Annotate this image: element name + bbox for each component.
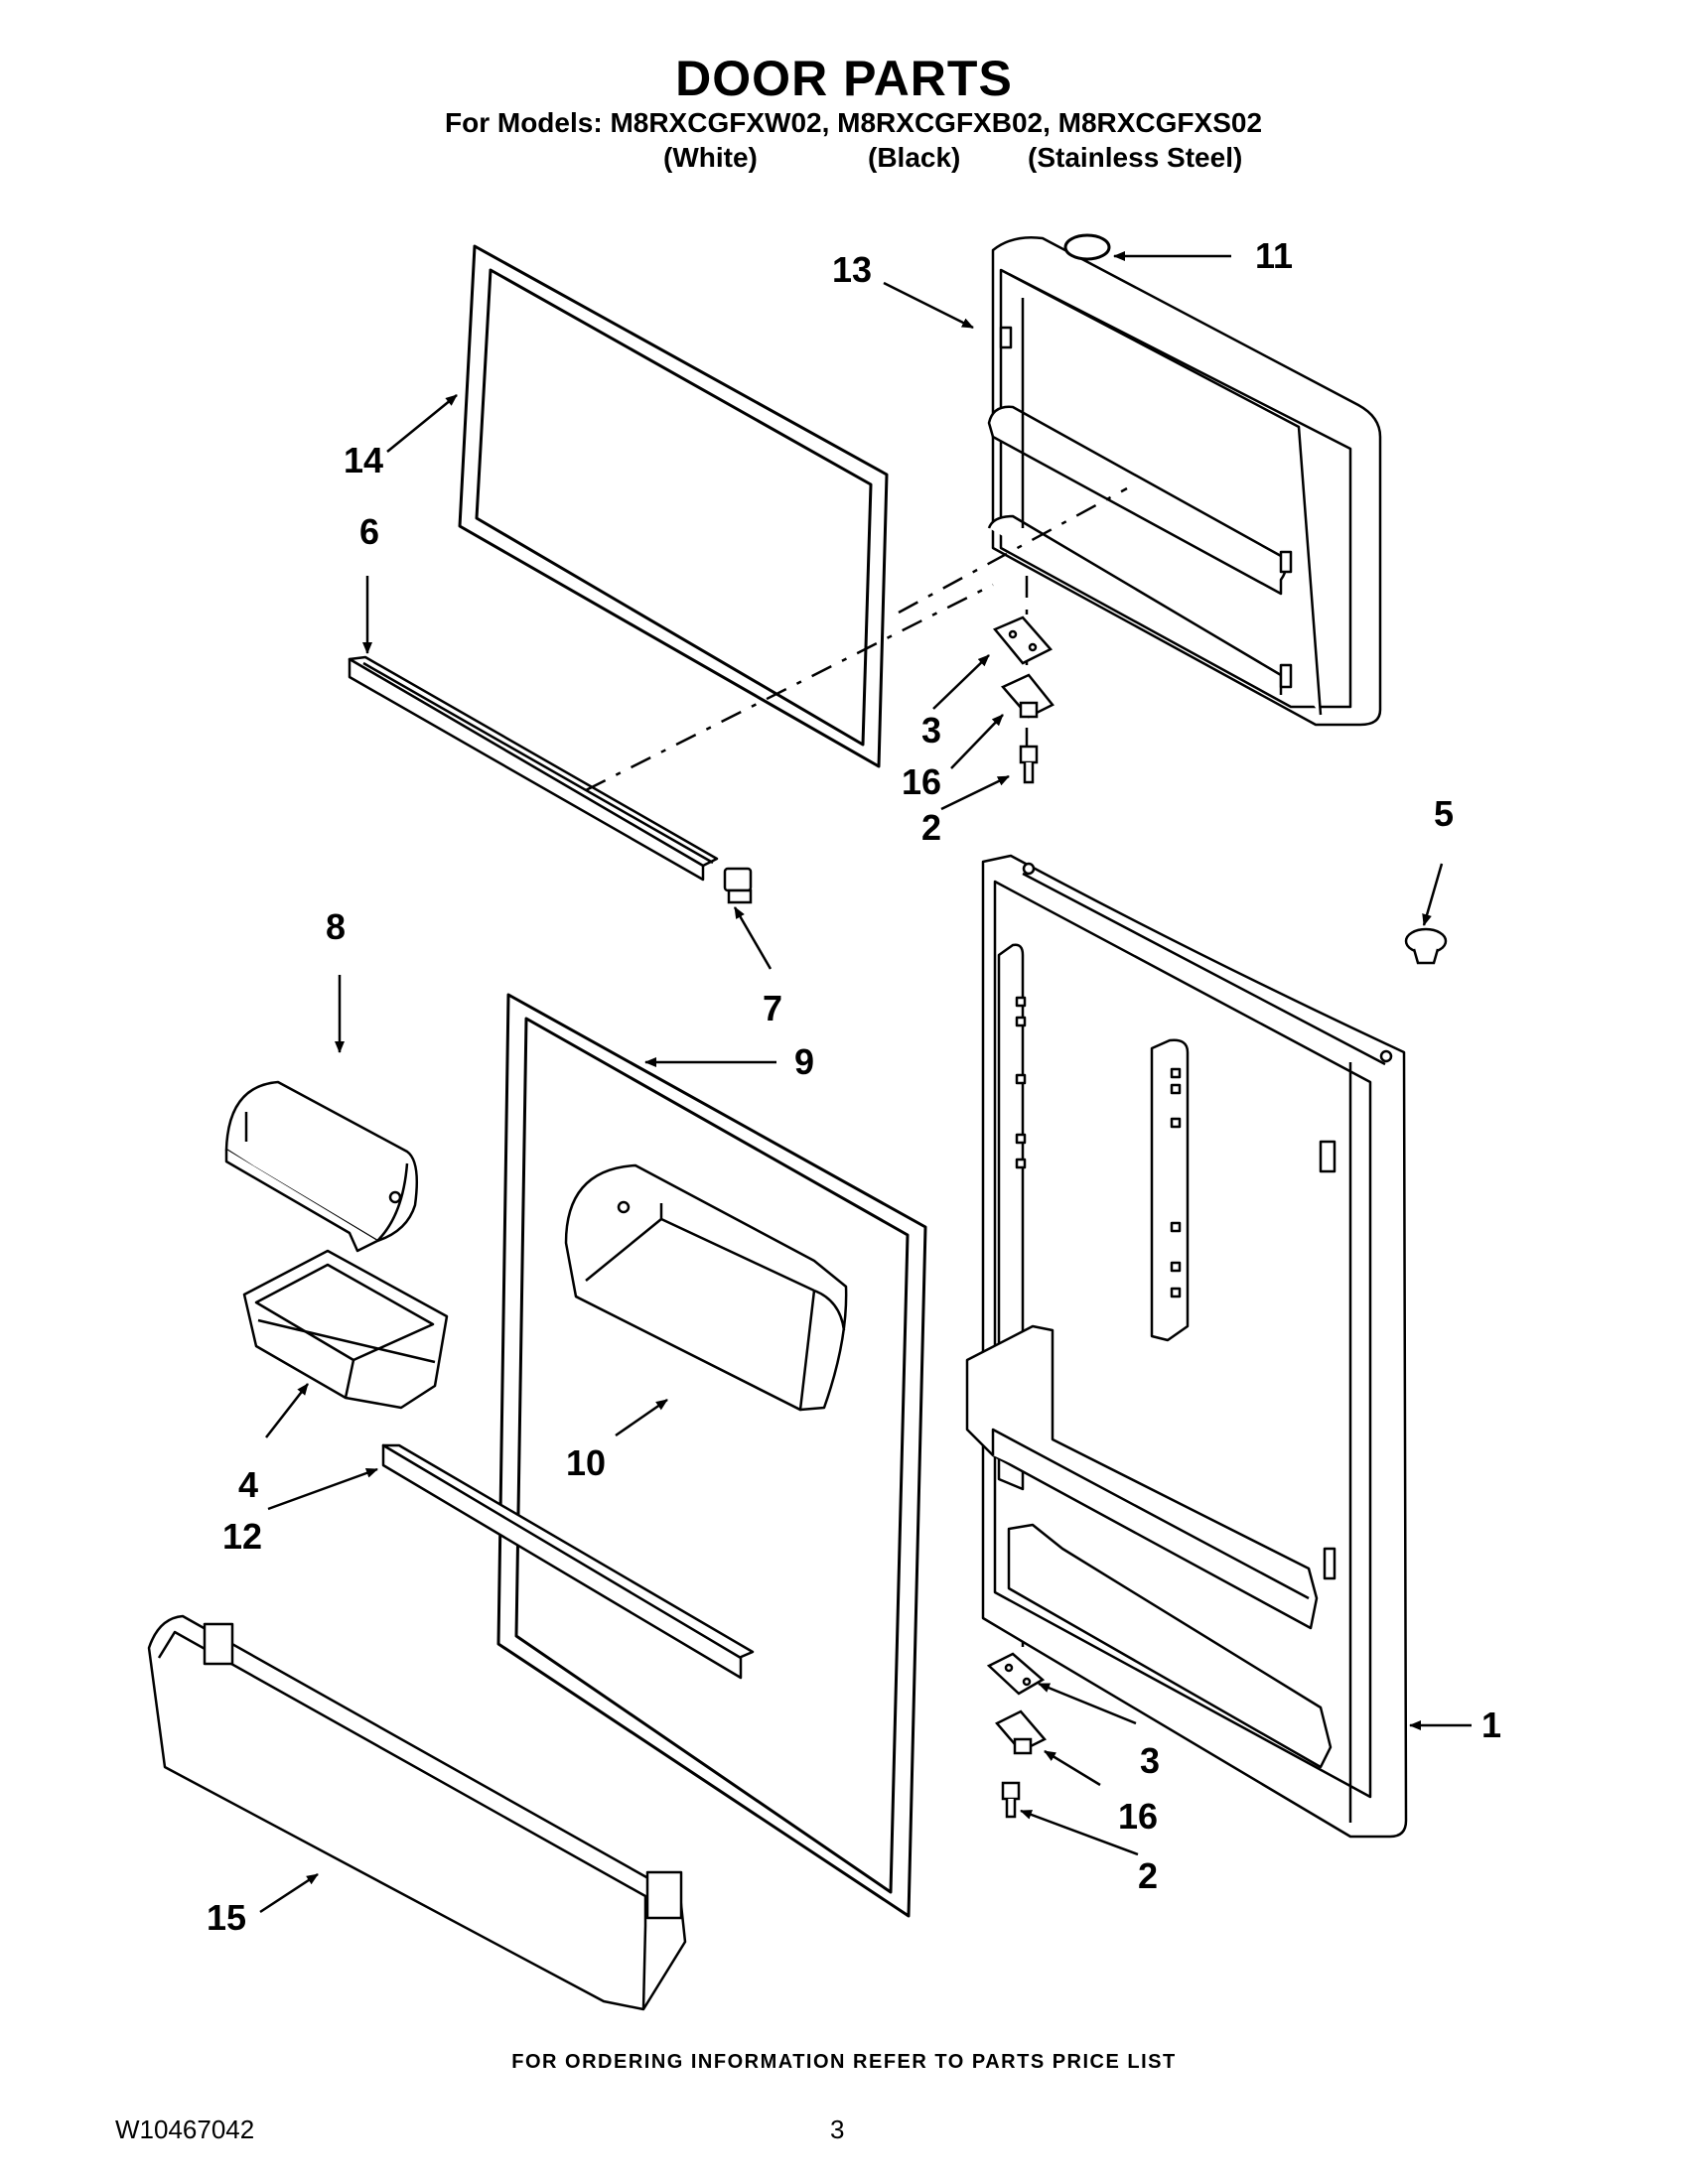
callout-2-upper: 2: [921, 807, 941, 848]
callout-14: 14: [344, 440, 383, 480]
callout-7: 7: [763, 988, 782, 1028]
part-9-lower-gasket: [496, 993, 927, 1918]
callout-4: 4: [238, 1464, 258, 1505]
page-title: DOOR PARTS: [675, 51, 1013, 106]
upper-hinge-hardware: [992, 615, 1055, 784]
callout-15: 15: [207, 1897, 246, 1938]
variant-stainless: (Stainless Steel): [1028, 142, 1243, 173]
callout-8: 8: [326, 906, 346, 947]
page-number: 3: [830, 2115, 845, 2144]
callout-13: 13: [832, 249, 872, 290]
lower-hinge-hardware: [986, 1652, 1047, 1819]
leader-arrows: [259, 251, 1472, 1914]
callout-10: 10: [566, 1442, 606, 1483]
callout-11: 11: [1255, 235, 1293, 276]
callout-1: 1: [1481, 1705, 1501, 1745]
part-14-upper-gasket: [458, 244, 889, 768]
part-1-lower-door: [965, 854, 1408, 1839]
variant-white: (White): [663, 142, 758, 173]
callout-12: 12: [222, 1516, 262, 1557]
part-15-door-bin: [147, 1614, 687, 2011]
callout-2-lower: 2: [1138, 1855, 1158, 1896]
document-number: W10467042: [115, 2115, 255, 2144]
callout-3-upper: 3: [921, 710, 941, 751]
part-8-dairy-door: [224, 1080, 418, 1253]
part-4-bin: [242, 1249, 449, 1410]
part-11-cap: [1063, 233, 1111, 261]
callout-9: 9: [794, 1041, 814, 1082]
part-12-trim-strip: [381, 1443, 755, 1680]
part-5-plug: [1404, 927, 1448, 965]
part-7-clip: [723, 867, 753, 904]
part-13-upper-door-liner: [987, 236, 1382, 727]
part-10-dairy-bin: [564, 1163, 848, 1412]
callout-3-lower: 3: [1140, 1740, 1160, 1781]
part-6-trim-strip: [348, 655, 719, 882]
callout-16-lower: 16: [1118, 1796, 1158, 1837]
callout-6: 6: [359, 511, 379, 552]
callout-16-upper: 16: [902, 761, 941, 802]
models-line: For Models: M8RXCGFXW02, M8RXCGFXB02, M8…: [445, 107, 1263, 138]
variant-black: (Black): [868, 142, 961, 173]
callout-5: 5: [1434, 793, 1454, 834]
ordering-note: FOR ORDERING INFORMATION REFER TO PARTS …: [511, 2051, 1177, 2073]
